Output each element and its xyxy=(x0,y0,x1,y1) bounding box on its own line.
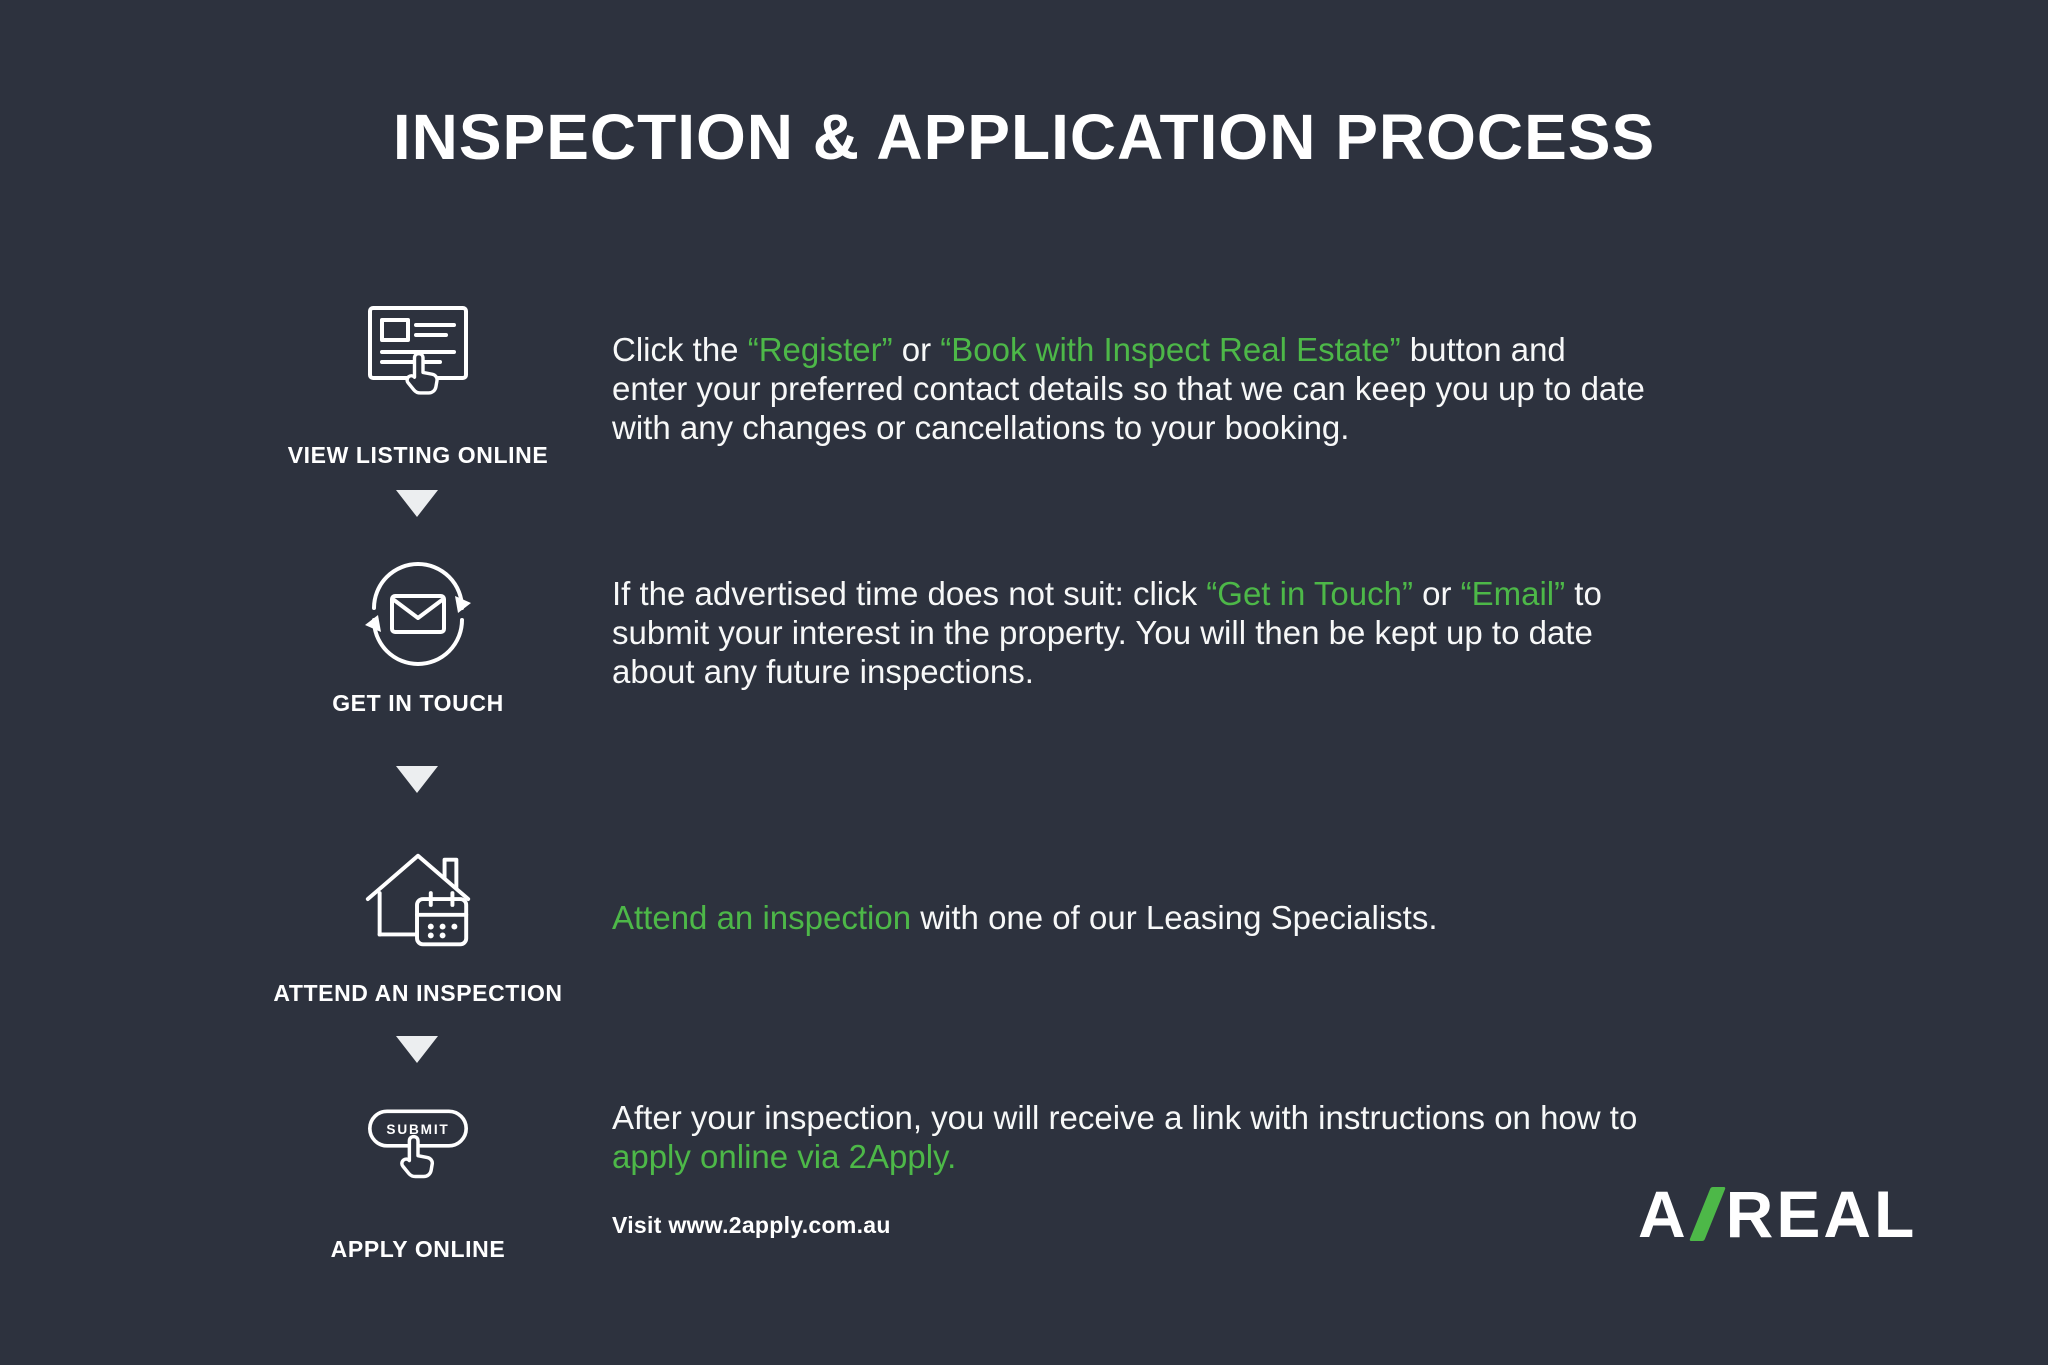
accent-text: “Email” xyxy=(1460,575,1566,612)
body-text: with one of our Leasing Specialists. xyxy=(911,899,1438,936)
submit-button-icon: SUBMIT xyxy=(368,1109,468,1179)
step-label-attend-an-inspection: ATTEND AN INSPECTION xyxy=(273,980,563,1006)
logo-text-a: A xyxy=(1638,1177,1689,1251)
step-label-apply-online: APPLY ONLINE xyxy=(330,1236,506,1262)
step-description-attend-an-inspection: Attend an inspection with one of our Lea… xyxy=(612,898,1647,937)
body-text: Click the xyxy=(612,331,748,368)
logo-slash-icon xyxy=(1688,1187,1726,1241)
step-get-in-touch: GET IN TOUCH xyxy=(278,556,558,717)
body-text: to submit your interest in the property.… xyxy=(612,575,1602,690)
accent-text: apply online via 2Apply. xyxy=(612,1138,957,1175)
house-calendar-icon xyxy=(365,853,471,947)
accent-text: “Register” xyxy=(747,331,893,368)
listing-click-icon xyxy=(368,306,468,395)
step-apply-online: SUBMIT APPLY ONLINE xyxy=(278,1104,558,1263)
accent-text: Attend an inspection xyxy=(612,899,912,936)
step-description-get-in-touch: If the advertised time does not suit: cl… xyxy=(612,574,1647,691)
down-arrow-icon xyxy=(396,766,438,793)
down-arrow-icon xyxy=(396,490,438,517)
logo-text-real: REAL xyxy=(1725,1177,1918,1251)
areal-logo: A REAL xyxy=(1638,1176,1917,1252)
submit-button-text: SUBMIT xyxy=(386,1122,449,1137)
body-text: After your inspection, you will receive … xyxy=(612,1099,1638,1136)
step-description-apply-online: After your inspection, you will receive … xyxy=(612,1098,1647,1176)
accent-text: “Get in Touch” xyxy=(1206,575,1413,612)
body-text: If the advertised time does not suit: cl… xyxy=(612,575,1207,612)
step-label-get-in-touch: GET IN TOUCH xyxy=(332,690,504,716)
body-text: or xyxy=(1412,575,1461,612)
step-attend-an-inspection: ATTEND AN INSPECTION xyxy=(273,842,562,1007)
step-view-listing-online: VIEW LISTING ONLINE xyxy=(278,302,558,469)
email-sync-icon xyxy=(365,562,471,666)
page-title: INSPECTION & APPLICATION PROCESS xyxy=(392,101,1656,173)
step-description-view-listing-online: Click the “Register” or “Book with Inspe… xyxy=(612,330,1647,447)
accent-text: “Book with Inspect Real Estate” xyxy=(940,331,1401,368)
step-label-view-listing-online: VIEW LISTING ONLINE xyxy=(287,442,549,468)
body-text: button and enter your preferred contact … xyxy=(612,331,1645,446)
down-arrow-icon xyxy=(396,1036,438,1063)
body-text: or xyxy=(892,331,941,368)
2apply-url: Visit www.2apply.com.au xyxy=(612,1212,891,1238)
